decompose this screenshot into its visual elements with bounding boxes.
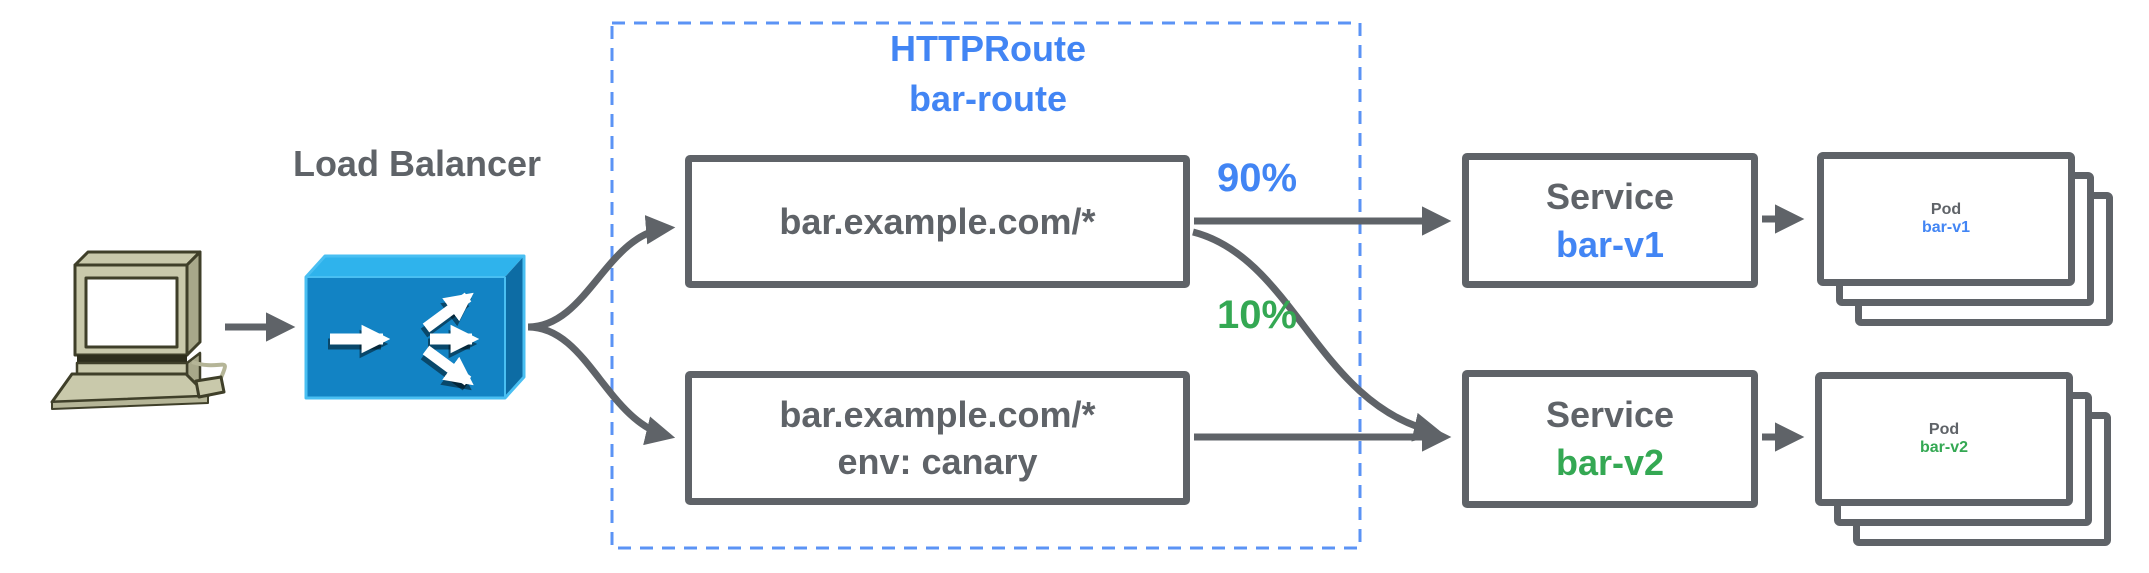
load-balancer-icon xyxy=(304,254,526,400)
route-rule-host: bar.example.com/* xyxy=(779,394,1096,435)
desktop-computer-icon xyxy=(50,250,227,410)
pod-type-label: Pod xyxy=(1928,421,1960,438)
service-type-label: Service xyxy=(1545,175,1675,217)
pod-stack-bar-v1: Pod bar-v1 xyxy=(1817,152,2127,337)
route-rule-box-primary: bar.example.com/* xyxy=(685,155,1190,288)
pod-name: bar-v1 xyxy=(1921,219,1971,236)
pod-name: bar-v2 xyxy=(1919,439,1969,456)
route-rule-box-canary: bar.example.com/* env: canary xyxy=(685,371,1190,505)
pod-stack-bar-v2: Pod bar-v2 xyxy=(1815,372,2125,557)
split-arrows-icon xyxy=(330,292,480,386)
traffic-split-canary-label: 10% xyxy=(1216,293,1298,337)
service-box-bar-v2: Service bar-v2 xyxy=(1462,370,1758,508)
service-name: bar-v2 xyxy=(1555,442,1665,483)
httproute-group-box xyxy=(610,21,1362,550)
arrow-lb-to-route2 xyxy=(527,323,676,446)
load-balancer-label: Load Balancer xyxy=(292,143,542,184)
httproute-title-name: bar-route xyxy=(908,78,1067,119)
service-type-label: Service xyxy=(1545,394,1675,435)
pod-box-bar-v2: Pod bar-v2 xyxy=(1815,372,2073,506)
route-rule-host: bar.example.com/* xyxy=(779,200,1096,242)
traffic-split-primary-label: 90% xyxy=(1216,156,1298,200)
pod-type-label: Pod xyxy=(1930,201,1962,218)
arrow-route1-to-service2-canary xyxy=(1192,228,1444,442)
httproute-title-kind: HTTPRoute xyxy=(890,28,1086,69)
service-box-bar-v1: Service bar-v1 xyxy=(1462,153,1758,288)
route-rule-header-match: env: canary xyxy=(837,441,1038,482)
connector-arrows xyxy=(225,204,1805,452)
httproute-title: HTTPRoute bar-route xyxy=(830,24,1146,124)
arrow-lb-to-route1 xyxy=(527,215,676,331)
service-name: bar-v1 xyxy=(1555,223,1665,265)
pod-box-bar-v1: Pod bar-v1 xyxy=(1817,152,2075,286)
